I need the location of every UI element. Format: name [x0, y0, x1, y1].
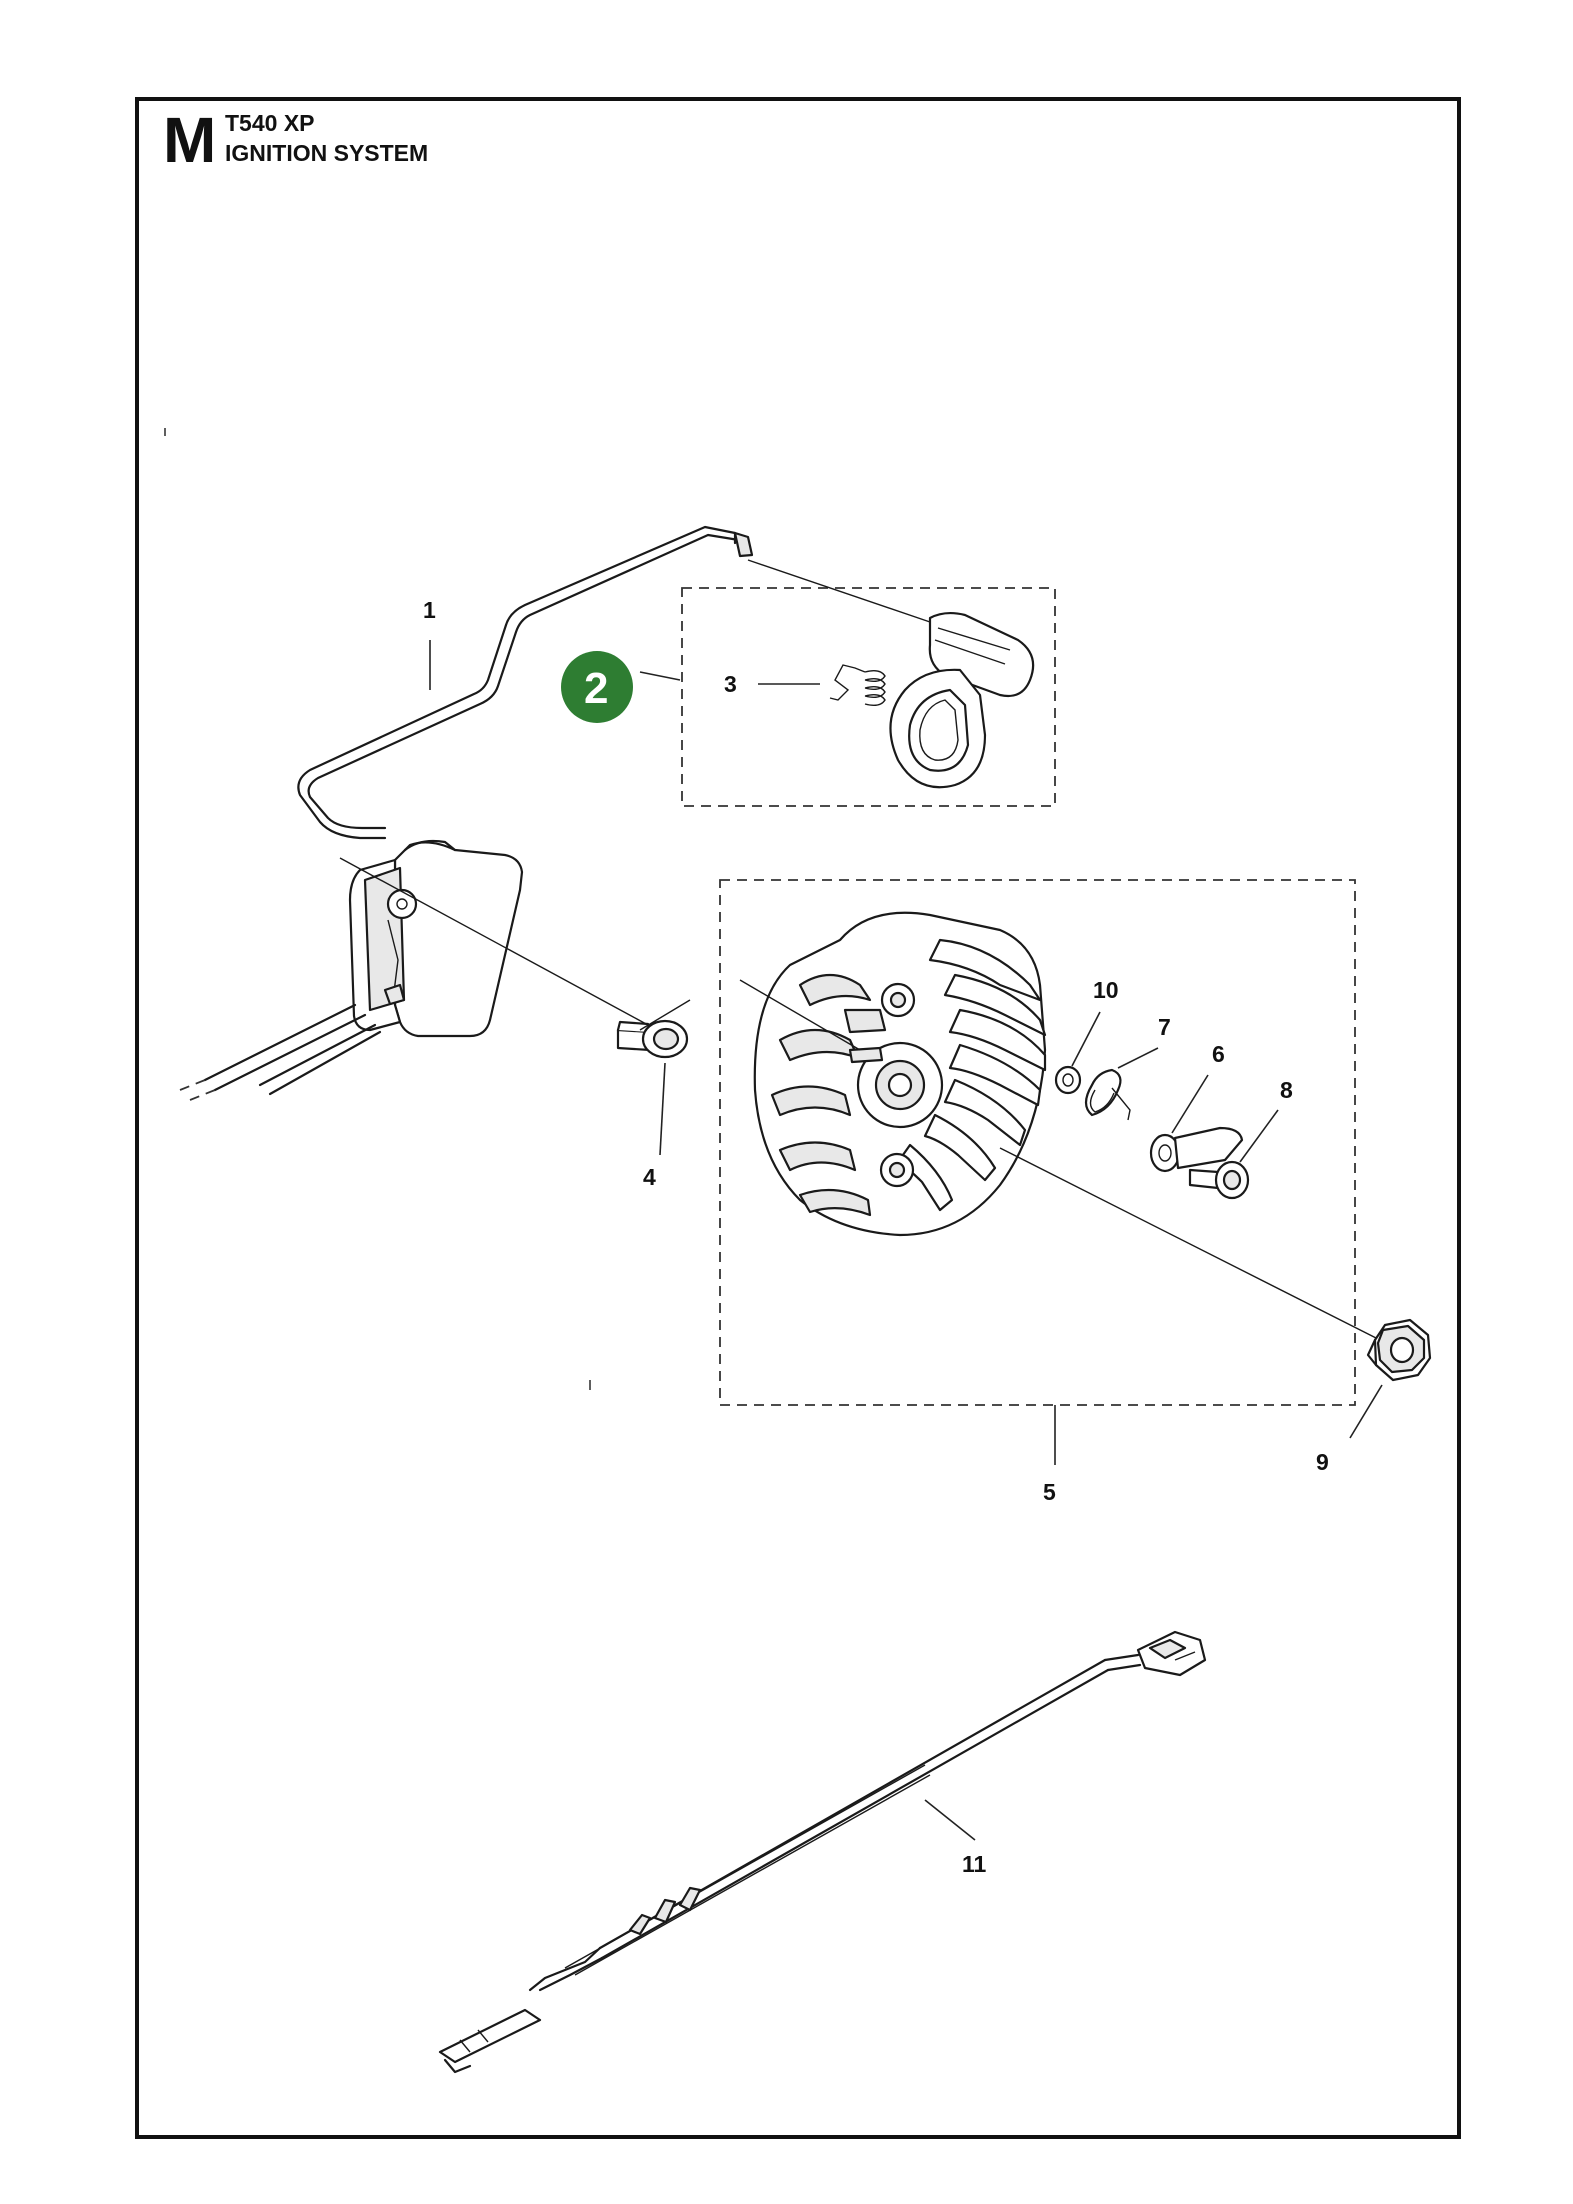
- page-frame: [135, 97, 1461, 2139]
- callout-10: 9: [1316, 1449, 1329, 1475]
- callout-4: 4: [643, 1164, 656, 1190]
- pawl-part: [1149, 1126, 1244, 1173]
- wire-harness-part: [438, 1630, 1207, 2074]
- model-name: T540 XP: [225, 110, 315, 136]
- callout-6: 7: [1158, 1014, 1171, 1040]
- assembly-box-5: [719, 879, 1356, 1406]
- callout-5: 5: [1043, 1479, 1056, 1505]
- callout-7: 6: [1212, 1041, 1225, 1067]
- flywheel-nut-part: [1366, 1318, 1432, 1382]
- section-letter: M: [163, 104, 216, 176]
- washer-part: [1054, 1065, 1082, 1095]
- assembly-box-2: [681, 587, 1056, 807]
- callout-9: 8: [1280, 1077, 1293, 1103]
- spark-plug-cap-part: [747, 559, 1035, 789]
- spring-part: [829, 664, 886, 707]
- ignition-module-part: [179, 525, 754, 1101]
- section-title: IGNITION SYSTEM: [225, 140, 429, 166]
- assembly-badge: [561, 651, 633, 723]
- assembly-badge-number: 2: [584, 664, 608, 713]
- callout-11: 11: [962, 1851, 987, 1877]
- pawl-screw-part: [1188, 1160, 1250, 1200]
- flywheel-part: [739, 911, 1047, 1237]
- callout-1: 1: [423, 597, 436, 623]
- callout-8: 10: [1093, 977, 1119, 1003]
- screw-part: [339, 857, 691, 1059]
- pawl-spring-part: [1084, 1068, 1131, 1121]
- callout-3: 3: [724, 671, 737, 697]
